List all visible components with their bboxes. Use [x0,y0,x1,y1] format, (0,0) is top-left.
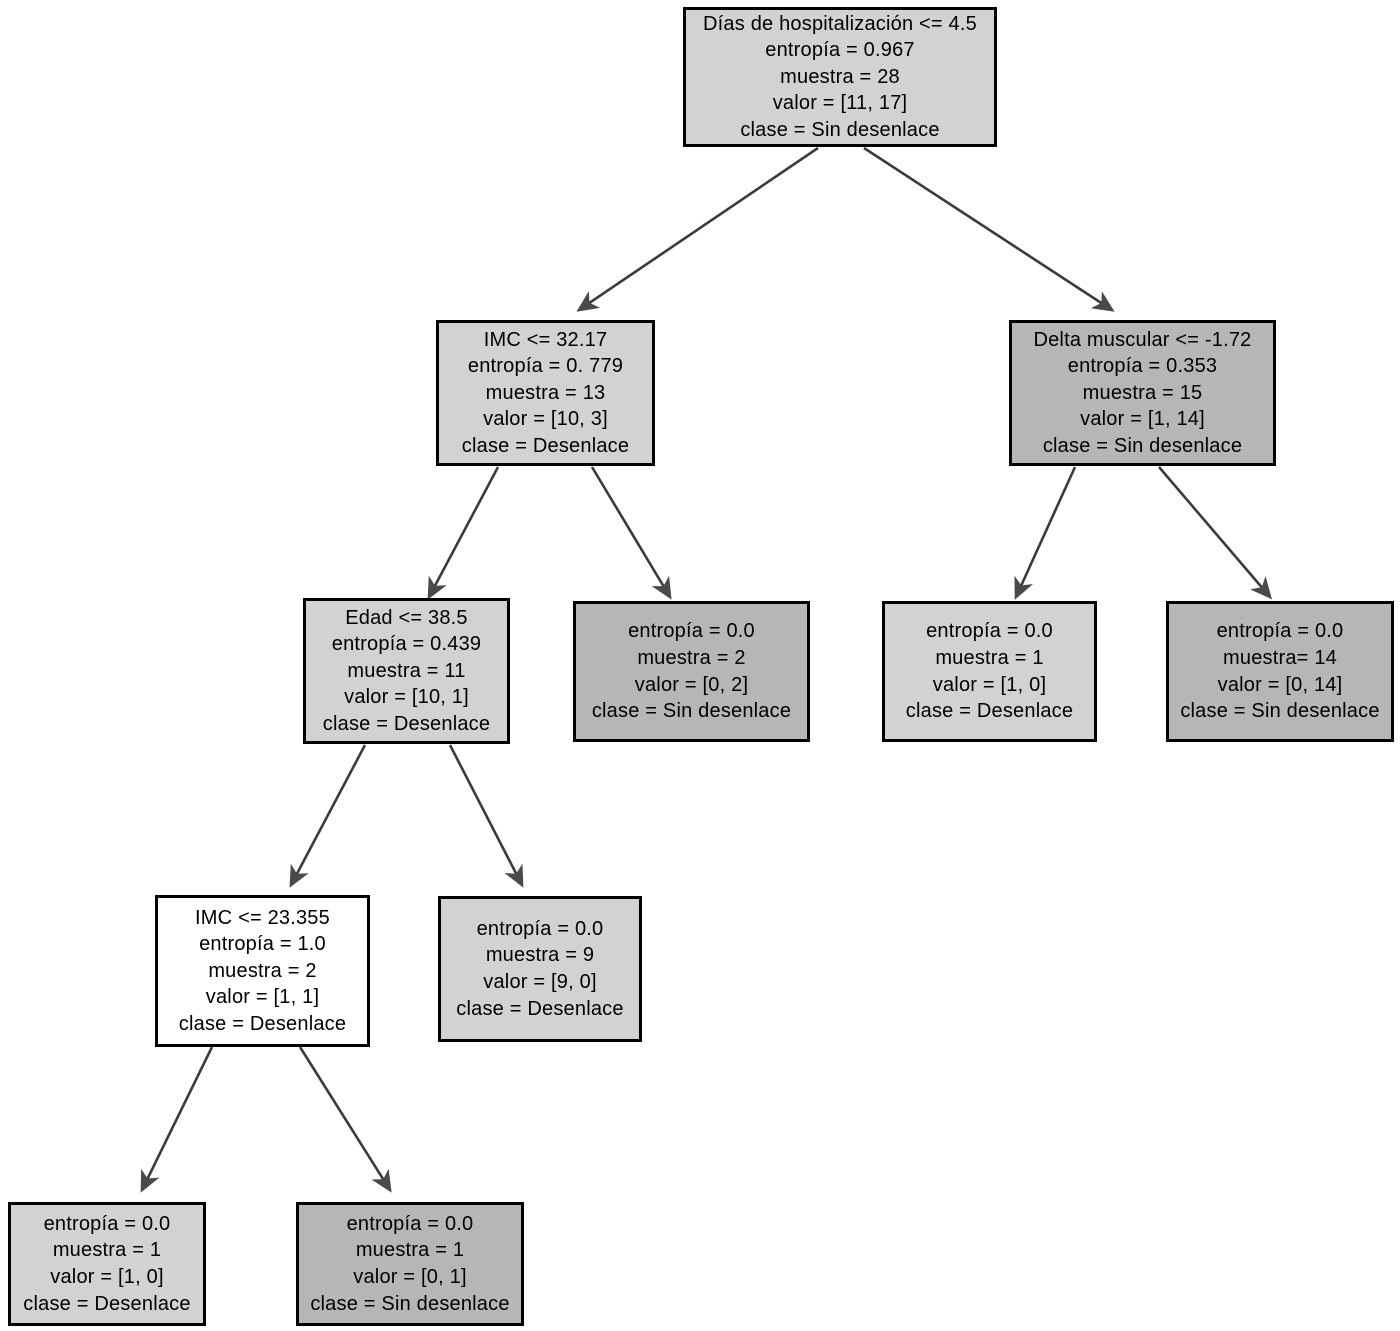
node-condition: Delta muscular <= -1.72 [1033,328,1252,351]
node-value: valor = [10, 1] [344,686,469,709]
tree-leaf-desenlace-1[interactable]: entropía = 0.0 muestra = 1 valor = [1, 0… [882,601,1097,742]
tree-node-edad-38[interactable]: Edad <= 38.5 entropía = 0.439 muestra = … [303,598,510,744]
tree-leaf-sin-desenlace-1-bottom[interactable]: entropía = 0.0 muestra = 1 valor = [0, 1… [296,1202,524,1326]
tree-leaf-sin-desenlace-14[interactable]: entropía = 0.0 muestra= 14 valor = [0, 1… [1166,601,1394,742]
node-class: clase = Desenlace [23,1292,191,1315]
node-value: valor = [10, 3] [483,408,608,431]
node-class: clase = Desenlace [322,712,491,735]
node-samples: muestra = 13 [485,381,606,404]
node-value: valor = [1, 0] [50,1266,164,1288]
node-value: valor = [0, 1] [353,1266,467,1288]
node-value: valor = [0, 2] [634,673,749,696]
node-condition: Días de hospitalización <= 4.5 [703,12,977,35]
edge-n2-n6 [1158,466,1273,600]
node-entropy: entropía = 0.0 [1216,620,1344,643]
node-entropy: entropía = 0.967 [765,39,915,62]
node-samples: muestra = 11 [347,659,466,682]
edge-n7-n9 [140,1046,214,1193]
node-class: clase = Desenlace [461,434,630,457]
tree-node-delta-muscular[interactable]: Delta muscular <= -1.72 entropía = 0.353… [1009,320,1276,466]
tree-leaf-desenlace-1-bottom[interactable]: entropía = 0.0 muestra = 1 valor = [1, 0… [8,1202,206,1326]
node-condition: IMC <= 23.355 [195,906,330,929]
node-samples: muestra = 1 [355,1239,465,1262]
node-entropy: entropía = 0.353 [1067,355,1218,378]
edge-n0-n2 [863,146,1115,312]
tree-node-root[interactable]: Días de hospitalización <= 4.5 entropía … [683,7,997,147]
node-condition: IMC <= 32.17 [483,328,608,351]
node-samples: muestra= 14 [1223,646,1337,669]
node-entropy: entropía = 1.0 [199,933,326,956]
edge-n3-n8 [448,744,524,888]
node-class: clase = Desenlace [905,700,1074,723]
node-value: valor = [1, 0] [932,673,1047,696]
node-condition: Edad <= 38.5 [345,606,468,629]
node-entropy: entropía = 0.0 [476,917,604,940]
node-samples: muestra = 1 [52,1239,162,1262]
node-samples: muestra = 9 [485,944,595,967]
tree-leaf-sin-desenlace-2[interactable]: entropía = 0.0 muestra = 2 valor = [0, 2… [573,601,810,742]
node-entropy: entropía = 0.0 [43,1212,171,1235]
node-class: clase = Desenlace [178,1012,347,1035]
edge-n1-n3 [427,466,500,600]
node-entropy: entropía = 0.439 [331,633,482,656]
node-class: clase = Sin desenlace [310,1292,510,1315]
node-class: clase = Sin desenlace [1042,434,1243,457]
node-samples: muestra = 1 [935,646,1044,669]
node-entropy: entropía = 0.0 [628,620,755,643]
node-class: clase = Desenlace [456,997,624,1020]
edge-n0-n1 [576,146,819,312]
edge-n2-n5 [1014,466,1077,600]
tree-node-imc-23[interactable]: IMC <= 23.355 entropía = 1.0 muestra = 2… [155,895,370,1047]
edge-n1-n4 [590,466,672,600]
node-value: valor = [9, 0] [483,971,597,993]
node-samples: muestra = 15 [1082,381,1203,404]
tree-leaf-desenlace-9[interactable]: entropía = 0.0 muestra = 9 valor = [9, 0… [438,896,642,1042]
node-value: valor = [0, 14] [1217,673,1343,696]
node-samples: muestra = 28 [780,65,900,88]
node-value: valor = [1, 1] [205,986,320,1009]
tree-node-imc-32[interactable]: IMC <= 32.17 entropía = 0. 779 muestra =… [436,320,655,466]
node-entropy: entropía = 0.0 [346,1212,474,1235]
node-class: clase = Sin desenlace [740,118,940,141]
edge-n7-n10 [298,1046,392,1193]
node-entropy: entropía = 0.0 [926,620,1053,643]
node-value: valor = [11, 17] [772,92,908,115]
node-samples: muestra = 2 [637,646,746,669]
node-class: clase = Sin desenlace [591,700,792,723]
node-entropy: entropía = 0. 779 [467,355,624,378]
edge-n3-n7 [289,744,367,888]
node-samples: muestra = 2 [208,959,317,982]
node-class: clase = Sin desenlace [1180,700,1380,723]
node-value: valor = [1, 14] [1080,408,1205,431]
